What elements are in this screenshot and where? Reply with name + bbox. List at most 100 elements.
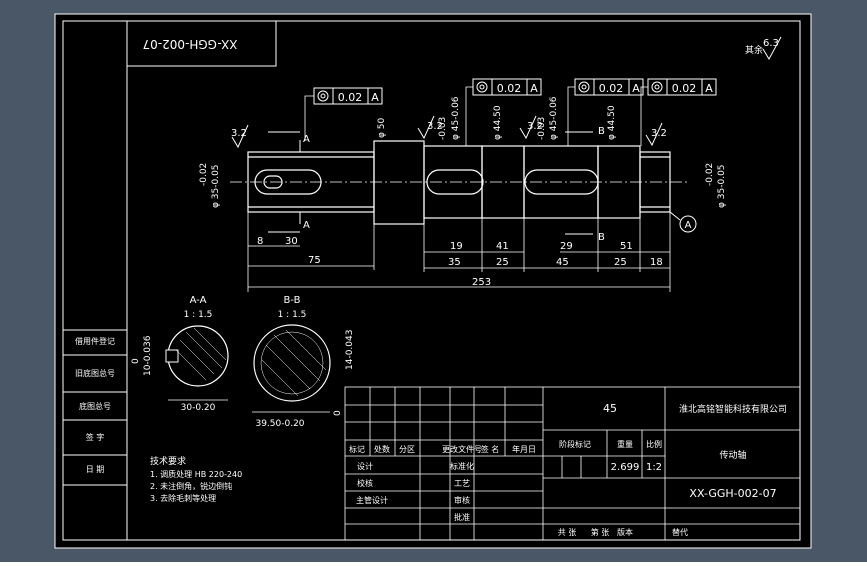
datum-a-label: A (685, 220, 692, 231)
ra-1: 3.2 (231, 128, 247, 139)
section-a-tol: 10-0.036 (143, 335, 153, 376)
left-label-5: 日 期 (86, 465, 105, 474)
tb-company: 淮北高铭智能科技有限公司 (679, 403, 787, 415)
tb-scale-label: 比例 (646, 439, 662, 449)
dim-phi35r: φ 35-0.05 (717, 164, 727, 208)
shaft-body (247, 140, 671, 225)
dim-25a: 25 (496, 257, 509, 268)
tb-mid-1: 标准化 (450, 461, 474, 471)
tb-row-2: 校核 (357, 478, 373, 488)
tb-bottom-4: 替代 (672, 527, 688, 537)
left-label-2: 旧底图总号 (75, 368, 115, 378)
section-marker-b (565, 131, 593, 235)
tb-header-1: 标记 (349, 444, 365, 454)
runout-tol-1: 0.02 (338, 91, 363, 104)
dim-51: 51 (620, 241, 633, 252)
dim-25b: 25 (614, 257, 627, 268)
section-b-zero: 0 (333, 410, 343, 416)
ra-2: 3.2 (427, 121, 443, 132)
dim-phi45a: φ 45-0.06 (451, 96, 461, 140)
dim-phi35l: φ 35-0.05 (211, 164, 221, 208)
general-roughness: 其余 6.3 (745, 36, 782, 61)
dim-tol003a: -0.03 (438, 117, 448, 140)
tb-row-1: 设计 (357, 461, 373, 471)
runout-tol-3: 0.02 (599, 82, 624, 95)
roughness-value: 6.3 (763, 38, 779, 49)
ra-4: 3.2 (651, 128, 667, 139)
ra-3: 3.2 (527, 121, 543, 132)
section-b-width: 39.50-0.20 (255, 419, 304, 429)
technical-notes: 技术要求 1. 调质处理 HB 220-240 2. 未注倒角，锐边倒钝 3. … (150, 455, 242, 503)
runout-tol-4: 0.02 (672, 82, 697, 95)
tb-mid-2: 工艺 (454, 479, 470, 488)
section-b-bottom: B (598, 232, 605, 243)
section-b-top: B (598, 126, 605, 137)
tb-weight: 2.699 (611, 462, 640, 473)
tb-weight-label: 重量 (617, 439, 633, 449)
tb-header-3: 分区 (399, 445, 415, 454)
section-marker-a (268, 131, 301, 233)
section-b-tol: 14-0.043 (345, 330, 355, 370)
dim-19: 19 (450, 241, 463, 252)
tb-part-name: 传动轴 (719, 449, 746, 461)
runout-datum-4: A (705, 82, 713, 95)
tb-header-5: 签 名 (481, 444, 500, 454)
runout-datum-2: A (530, 82, 538, 95)
drawing-sheet (54, 13, 812, 549)
runout-tol-2: 0.02 (497, 82, 522, 95)
tb-bottom-2: 第 张 (591, 527, 610, 537)
section-a-top: A (303, 134, 310, 145)
dim-253: 253 (472, 277, 491, 288)
tb-mid-3: 审核 (454, 495, 470, 505)
tb-bottom-3: 版本 (617, 527, 633, 537)
tb-drawing-no: XX-GGH-002-07 (689, 487, 776, 500)
roughness-note: 其余 (745, 44, 763, 56)
section-a-bottom: A (303, 220, 310, 231)
section-a-label: A-A (190, 295, 207, 306)
notes-title: 技术要求 (150, 455, 186, 467)
note-3: 3. 去除毛刺等处理 (150, 493, 216, 503)
section-b-label: B-B (284, 295, 301, 306)
dim-tol002l: -0.02 (199, 163, 209, 186)
tb-row-3: 主管设计 (356, 495, 388, 505)
section-a-scale: 1 : 1.5 (184, 310, 213, 320)
leaders (304, 86, 648, 146)
section-b-view: B-B 1 : 1.5 39.50-0.20 14-0.043 0 (252, 295, 355, 429)
tb-bottom-1: 共 张 (558, 528, 577, 537)
dim-phi50: φ 50 (377, 117, 387, 138)
dim-phi44a: φ 44.50 (493, 105, 503, 140)
dim-75: 75 (308, 255, 321, 266)
runout-datum-1: A (371, 91, 379, 104)
dim-phi44b: φ 44.50 (607, 105, 617, 140)
dim-41: 41 (496, 241, 509, 252)
roughness-marks (231, 115, 663, 149)
tb-header-2: 处数 (374, 444, 390, 454)
dim-phi45b: φ 45-0.06 (549, 96, 559, 140)
datum-a-symbol: A (669, 211, 697, 233)
note-1: 1. 调质处理 HB 220-240 (150, 469, 242, 479)
tb-header-6: 年月日 (512, 444, 536, 454)
left-label-3: 底图总号 (79, 401, 111, 411)
title-block-grid (344, 386, 801, 541)
dimension-lines (247, 212, 671, 292)
dim-35: 35 (448, 257, 461, 268)
dim-45: 45 (556, 257, 569, 268)
dim-30: 30 (285, 236, 298, 247)
section-a-view: A-A 1 : 1.5 30-0.20 10-0.036 0 (131, 295, 229, 413)
dim-18: 18 (650, 257, 663, 268)
dim-8: 8 (257, 236, 263, 247)
tb-mid-4: 批准 (454, 512, 470, 522)
dim-tol003b: -0.03 (537, 117, 547, 140)
tb-material: 45 (603, 402, 617, 415)
left-label-1: 借用件登记 (75, 336, 115, 346)
tb-stage-label: 阶段标记 (559, 439, 591, 449)
code-upside-down: XX-GGH-002-07 (142, 37, 237, 51)
dim-tol002r: -0.02 (705, 163, 715, 186)
section-a-width: 30-0.20 (181, 403, 216, 413)
tb-header-4: 更改文件号 (442, 444, 482, 454)
note-2: 2. 未注倒角，锐边倒钝 (150, 481, 232, 491)
section-b-scale: 1 : 1.5 (278, 310, 307, 320)
section-a-zero: 0 (131, 358, 141, 364)
